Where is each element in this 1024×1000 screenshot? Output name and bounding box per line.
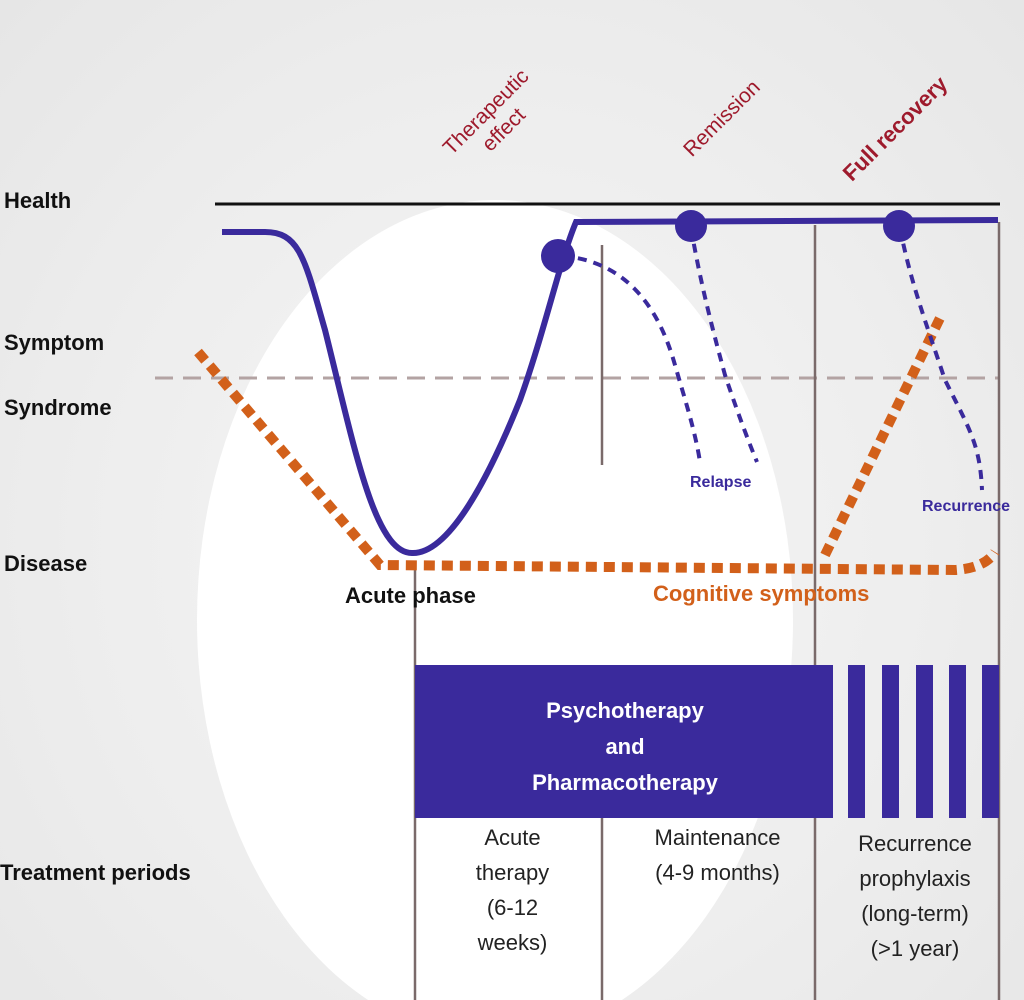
remission-dot (675, 210, 707, 242)
period-acute: Acute therapy (6-12 weeks) (475, 825, 550, 955)
stripe (882, 665, 899, 818)
label-acute-phase: Acute phase (345, 583, 476, 608)
disease-course-curve (222, 217, 999, 557)
recurrence-line (898, 227, 984, 491)
therapeutic-effect-dot (541, 239, 575, 273)
period-prophylaxis: Recurrence prophylaxis (long-term) (>1 y… (858, 831, 972, 961)
cognitive-recurrence-line (820, 315, 945, 558)
therapy-bar-label: Psychotherapy and Pharmacotherapy (532, 698, 718, 795)
label-symptom: Symptom (4, 330, 105, 355)
label-disease: Disease (4, 551, 88, 576)
cognitive-symptoms-line (194, 348, 1000, 576)
therapy-bar-stripes (848, 665, 999, 818)
label-syndrome: Syndrome (4, 395, 112, 420)
period-maintenance: Maintenance (4-9 months) (654, 825, 781, 885)
stripe (982, 665, 999, 818)
label-health: Health (4, 188, 72, 213)
relapse-line-1 (561, 254, 702, 463)
label-cognitive-symptoms: Cognitive symptoms (653, 581, 870, 606)
label-recurrence: Recurrence (922, 498, 1011, 515)
label-treatment-periods: Treatment periods (0, 860, 191, 885)
relapse-line-2 (689, 227, 759, 463)
therapy-bar (415, 665, 833, 818)
stripe (916, 665, 933, 818)
stripe (949, 665, 966, 818)
label-relapse: Relapse (690, 474, 752, 491)
stripe (848, 665, 865, 818)
full-recovery-dot (883, 210, 915, 242)
